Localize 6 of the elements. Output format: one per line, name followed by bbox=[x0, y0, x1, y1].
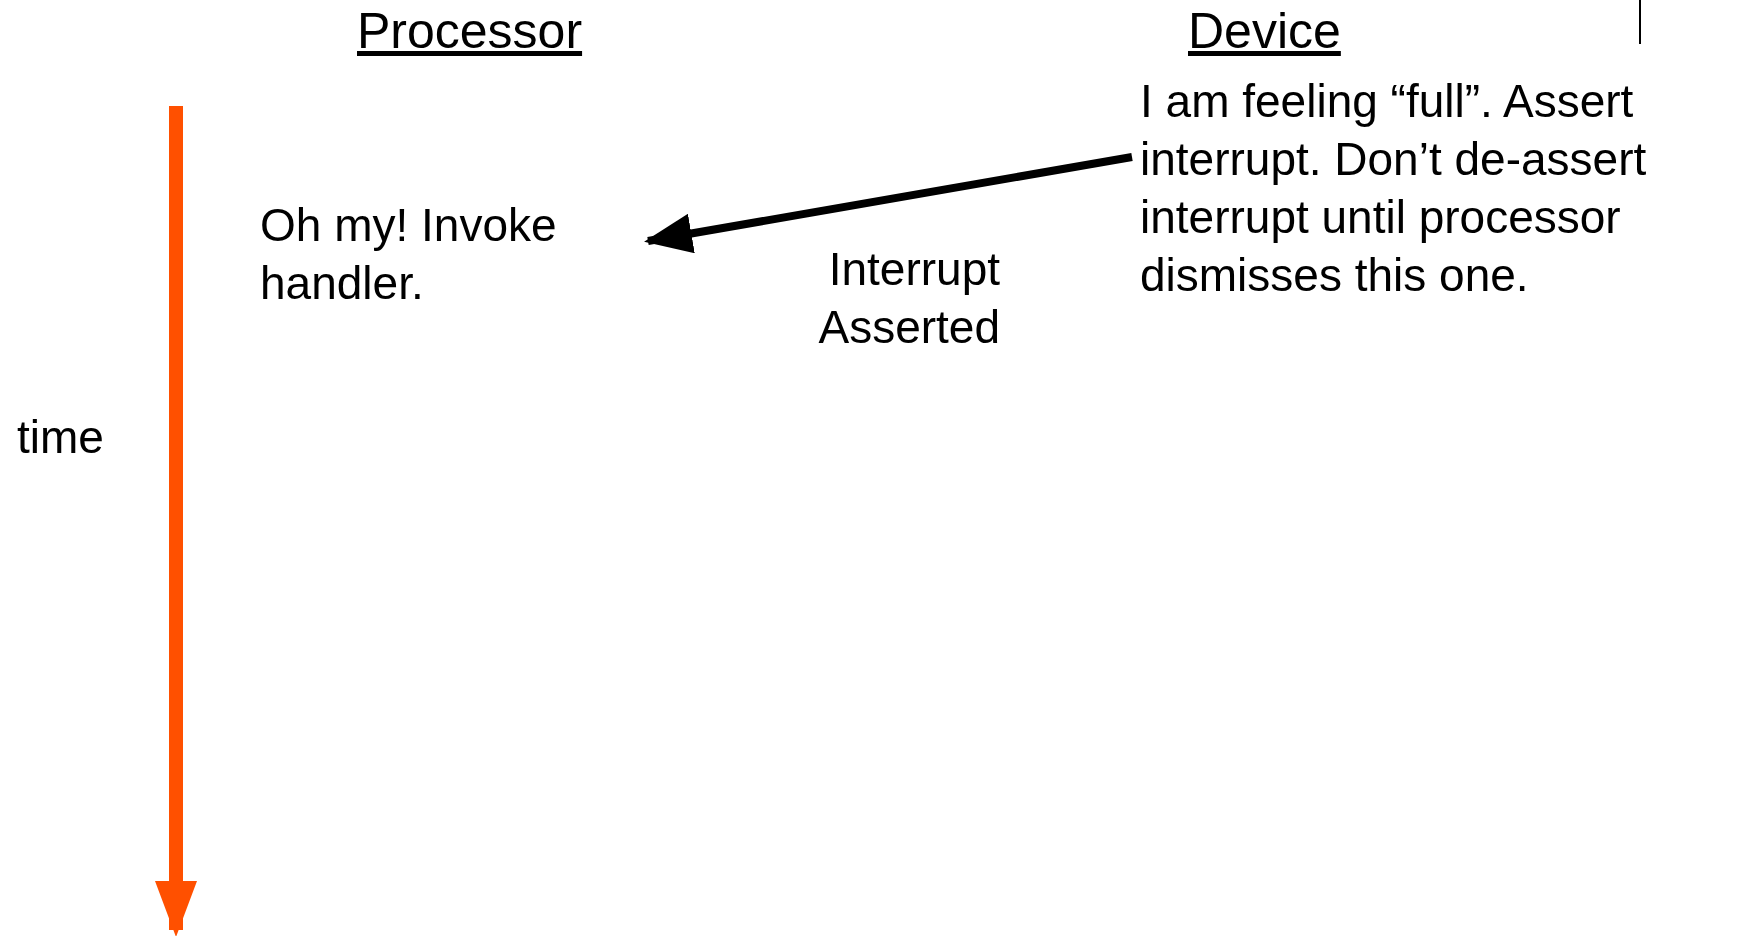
note-text: Oh my! Invoke handler. bbox=[260, 196, 640, 312]
axis-label: time bbox=[17, 410, 104, 465]
lane-heading: Device bbox=[1188, 2, 1341, 60]
note-text: I am feeling “full”. Assert interrupt. Don’t de-assert interrupt until processor dismisses this one. bbox=[1140, 72, 1752, 304]
arrow bbox=[644, 153, 1133, 254]
lane-heading: Processor bbox=[357, 2, 583, 60]
